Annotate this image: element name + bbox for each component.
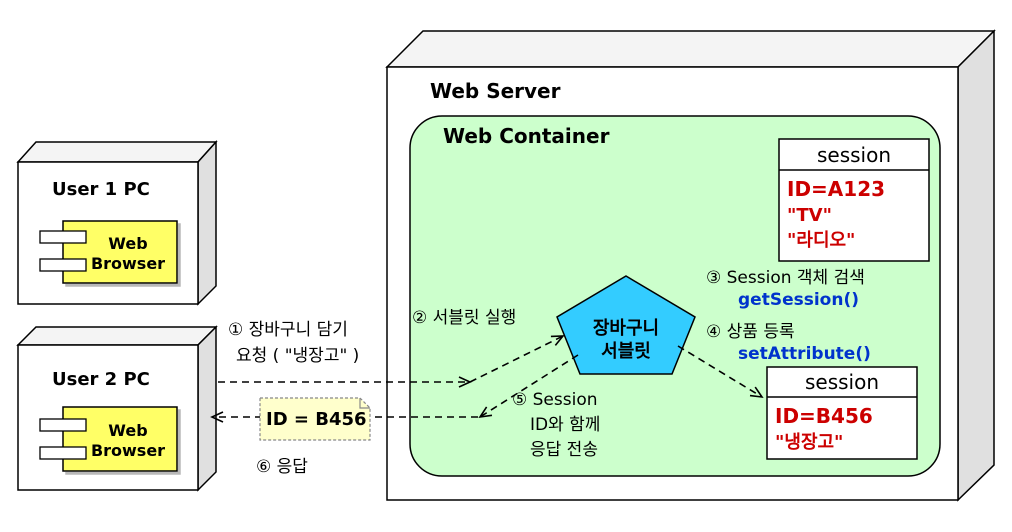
session-2-item-1: "냉장고" [775,432,843,453]
arrow-set-attribute [677,345,764,399]
step5-line2: ID와 함께 [530,415,600,435]
arrow-response-from-servlet [478,354,579,419]
session-1-item-1: "TV" [787,205,832,226]
step1-line1: ① 장바구니 담기 [228,320,348,340]
session-1-item-2: "라디오" [787,230,855,251]
user1-pc-node: User 1 PC Web Browser [16,140,218,306]
user2-pc-title: User 2 PC [52,369,150,390]
step1-line2: 요청 ( "냉장고" ) [236,346,359,366]
step4-line1: ④ 상품 등록 [706,322,795,342]
step-labels: ① 장바구니 담기 요청 ( "냉장고" ) ② 서블릿 실행 ③ Sessio… [228,268,871,477]
user1-browser-component: Web Browser [39,220,178,284]
session-2-header: session [805,370,879,394]
user2-pc-node: User 2 PC Web Browser [16,325,218,492]
server-title: Web Server [430,79,561,103]
user2-browser-label-1: Web [108,421,147,440]
session-1-header: session [817,143,891,167]
user2-browser-component: Web Browser [39,406,178,472]
step3-method: getSession() [738,290,859,310]
servlet-label-2: 서블릿 [601,341,651,362]
servlet-pentagon [556,275,696,375]
note-text: ID = B456 [266,409,367,430]
arrow-servlet-exec [469,335,565,383]
servlet-label-1: 장바구니 [593,318,659,339]
session-id-note: ID = B456 [259,397,371,441]
step5-line1: ⑤ Session [512,390,598,410]
user2-browser-label-2: Browser [91,441,165,460]
session-box-1: session ID=A123 "TV" "라디오" [778,138,930,262]
container-title: Web Container [443,124,610,148]
step3-line1: ③ Session 객체 검색 [706,268,865,288]
user1-pc-title: User 1 PC [52,179,150,200]
step6-label: ⑥ 응답 [256,457,308,477]
session-box-2: session ID=B456 "냉장고" [766,366,918,460]
step4-method: setAttribute() [738,344,871,364]
server-side-face [957,29,995,502]
user1-browser-label-2: Browser [91,254,165,273]
user1-browser-label-1: Web [108,234,147,253]
server-top-face [385,30,996,68]
session-1-id: ID=A123 [787,177,885,201]
session-2-id: ID=B456 [775,404,873,428]
step2-label: ② 서블릿 실행 [412,308,516,328]
cart-servlet: 장바구니 서블릿 [556,275,696,375]
step5-line3: 응답 전송 [530,440,598,460]
